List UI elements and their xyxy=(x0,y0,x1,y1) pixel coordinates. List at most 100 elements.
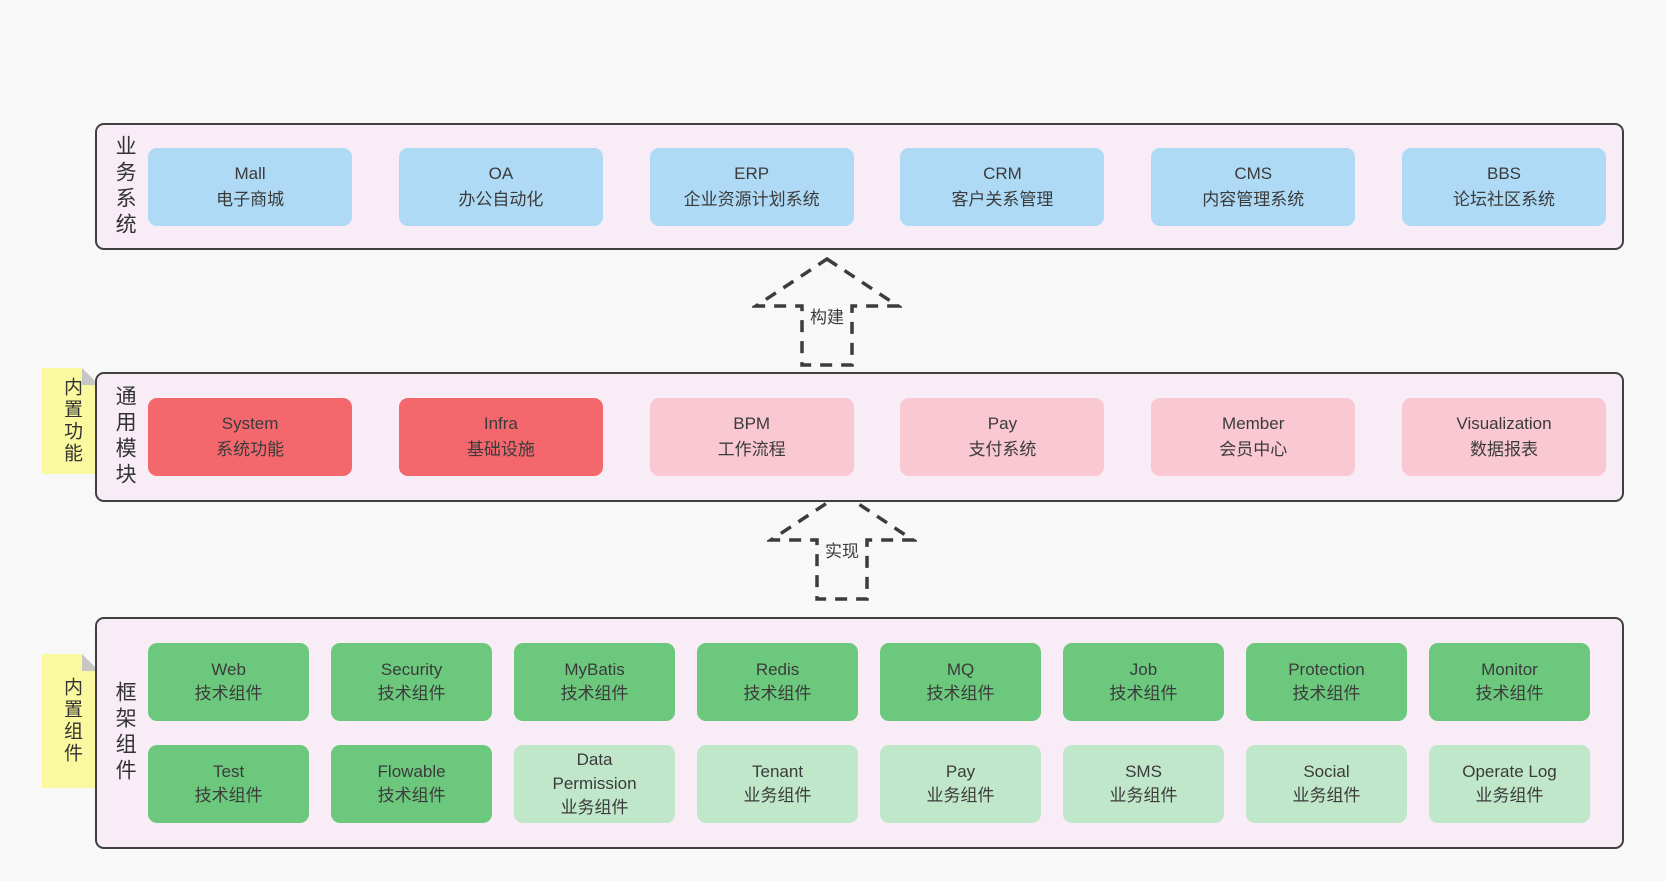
box-monitor: Monitor 技术组件 xyxy=(1428,643,1590,721)
box-title: Protection xyxy=(1288,660,1365,679)
box-subtitle: 会员中心 xyxy=(1219,440,1288,459)
box-title: BBS xyxy=(1486,163,1522,183)
box-pay-component: Pay 业务组件 xyxy=(880,745,1042,823)
box-subtitle: 技术组件 xyxy=(1292,684,1361,703)
box-title: System xyxy=(221,414,279,433)
components-panel-label: 框架组件 xyxy=(113,681,137,785)
box-mall: Mall 电子商城 xyxy=(148,147,353,226)
box-flowable: Flowable 技术组件 xyxy=(331,745,493,823)
box-tenant: Tenant 业务组件 xyxy=(697,745,859,823)
business-systems-panel: 业务系统 Mall 电子商城 OA 办公自动化 ERP 企业资源计划系统 CRM… xyxy=(95,123,1624,250)
box-title: SMS xyxy=(1125,762,1162,781)
business-boxes-row: Mall 电子商城 OA 办公自动化 ERP 企业资源计划系统 CRM 客户关系… xyxy=(148,147,1622,226)
implement-arrow: 实现 xyxy=(767,490,917,602)
box-title: MyBatis xyxy=(564,660,625,679)
modules-boxes-row: System 系统功能 Infra 基础设施 BPM 工作流程 Pay 支付系统… xyxy=(148,398,1622,476)
box-redis: Redis 技术组件 xyxy=(697,643,859,721)
box-subtitle: 论坛社区系统 xyxy=(1453,189,1555,209)
box-data-permission: Data Permission 业务组件 xyxy=(514,745,676,823)
box-title: Flowable xyxy=(377,762,446,781)
box-title: Social xyxy=(1303,762,1350,781)
box-bpm: BPM 工作流程 xyxy=(649,398,854,476)
box-subtitle: 技术组件 xyxy=(377,684,446,703)
box-subtitle: 技术组件 xyxy=(1475,684,1544,703)
box-oa: OA 办公自动化 xyxy=(398,147,603,226)
box-subtitle: 技术组件 xyxy=(377,786,446,805)
box-subtitle: 客户关系管理 xyxy=(951,189,1054,209)
box-title: Job xyxy=(1129,660,1158,679)
box-subtitle: 电子商城 xyxy=(216,189,285,209)
box-subtitle: 业务组件 xyxy=(1292,786,1361,805)
box-subtitle: 业务组件 xyxy=(560,798,629,817)
box-test: Test 技术组件 xyxy=(148,745,310,823)
box-subtitle: 技术组件 xyxy=(194,786,263,805)
box-crm: CRM 客户关系管理 xyxy=(900,147,1105,226)
box-pay-module: Pay 支付系统 xyxy=(900,398,1105,476)
box-subtitle: 业务组件 xyxy=(926,786,995,805)
box-title: ERP xyxy=(734,163,770,183)
box-visualization: Visualization 数据报表 xyxy=(1402,398,1606,476)
components-row-1: Web 技术组件 Security 技术组件 MyBatis 技术组件 Redi… xyxy=(148,643,1606,721)
box-title: Operate Log xyxy=(1462,762,1557,781)
box-subtitle: 内容管理系统 xyxy=(1202,189,1305,209)
box-web: Web 技术组件 xyxy=(148,643,310,721)
box-title: Monitor xyxy=(1481,660,1538,679)
note-builtin-components: 内置组件 xyxy=(42,654,99,788)
box-erp: ERP 企业资源计划系统 xyxy=(649,147,854,226)
box-subtitle: 办公自动化 xyxy=(458,189,544,209)
build-arrow: 构建 xyxy=(752,256,902,368)
box-mybatis: MyBatis 技术组件 xyxy=(514,643,676,721)
business-panel-label: 业务系统 xyxy=(113,134,137,239)
note-label: 内置组件 xyxy=(60,677,82,765)
box-security: Security 技术组件 xyxy=(331,643,493,721)
box-title: Infra xyxy=(483,414,518,433)
box-subtitle: 技术组件 xyxy=(1109,684,1178,703)
box-subtitle: 工作流程 xyxy=(717,440,786,459)
box-title: Redis xyxy=(755,660,800,679)
box-bbs: BBS 论坛社区系统 xyxy=(1402,147,1606,226)
components-row-2: Test 技术组件 Flowable 技术组件 Data Permission … xyxy=(148,745,1606,823)
build-arrow-label: 构建 xyxy=(806,302,848,329)
box-subtitle: 技术组件 xyxy=(743,684,812,703)
box-title: Visualization xyxy=(1456,414,1552,433)
box-title: CRM xyxy=(983,163,1022,183)
dashed-up-arrow-icon xyxy=(752,256,902,367)
box-title: Data Permission xyxy=(552,750,637,793)
box-title: Test xyxy=(213,762,245,781)
components-rows: Web 技术组件 Security 技术组件 MyBatis 技术组件 Redi… xyxy=(148,643,1622,823)
box-operate-log: Operate Log 业务组件 xyxy=(1428,745,1590,823)
box-member: Member 会员中心 xyxy=(1151,398,1356,476)
box-cms: CMS 内容管理系统 xyxy=(1151,147,1356,226)
note-label: 内置功能 xyxy=(60,377,82,465)
box-job: Job 技术组件 xyxy=(1063,643,1225,721)
box-subtitle: 业务组件 xyxy=(1475,786,1544,805)
box-title: Mall xyxy=(234,163,266,183)
box-social: Social 业务组件 xyxy=(1246,745,1407,823)
modules-panel-label: 通用模块 xyxy=(113,385,137,489)
box-title: CMS xyxy=(1234,163,1273,183)
box-protection: Protection 技术组件 xyxy=(1246,643,1407,721)
box-subtitle: 基础设施 xyxy=(466,440,535,459)
box-title: Tenant xyxy=(752,762,804,781)
box-subtitle: 系统功能 xyxy=(216,440,285,459)
box-title: Web xyxy=(211,660,246,679)
box-title: Member xyxy=(1222,414,1285,433)
common-modules-panel: 通用模块 System 系统功能 Infra 基础设施 BPM 工作流程 Pay… xyxy=(95,372,1624,502)
box-system: System 系统功能 xyxy=(148,398,353,476)
implement-arrow-label: 实现 xyxy=(821,536,863,563)
box-subtitle: 企业资源计划系统 xyxy=(683,189,820,209)
box-infra: Infra 基础设施 xyxy=(398,398,603,476)
box-subtitle: 支付系统 xyxy=(968,440,1037,459)
dashed-up-arrow-icon xyxy=(767,490,917,601)
box-title: MQ xyxy=(946,660,975,679)
note-builtin-features: 内置功能 xyxy=(42,368,99,474)
box-subtitle: 技术组件 xyxy=(926,684,995,703)
box-mq: MQ 技术组件 xyxy=(880,643,1042,721)
box-title: Pay xyxy=(987,414,1018,433)
box-subtitle: 业务组件 xyxy=(1109,786,1178,805)
box-sms: SMS 业务组件 xyxy=(1063,745,1225,823)
box-subtitle: 业务组件 xyxy=(743,786,812,805)
box-title: OA xyxy=(488,163,514,183)
framework-components-panel: 框架组件 Web 技术组件 Security 技术组件 MyBatis 技术组件… xyxy=(95,617,1624,849)
